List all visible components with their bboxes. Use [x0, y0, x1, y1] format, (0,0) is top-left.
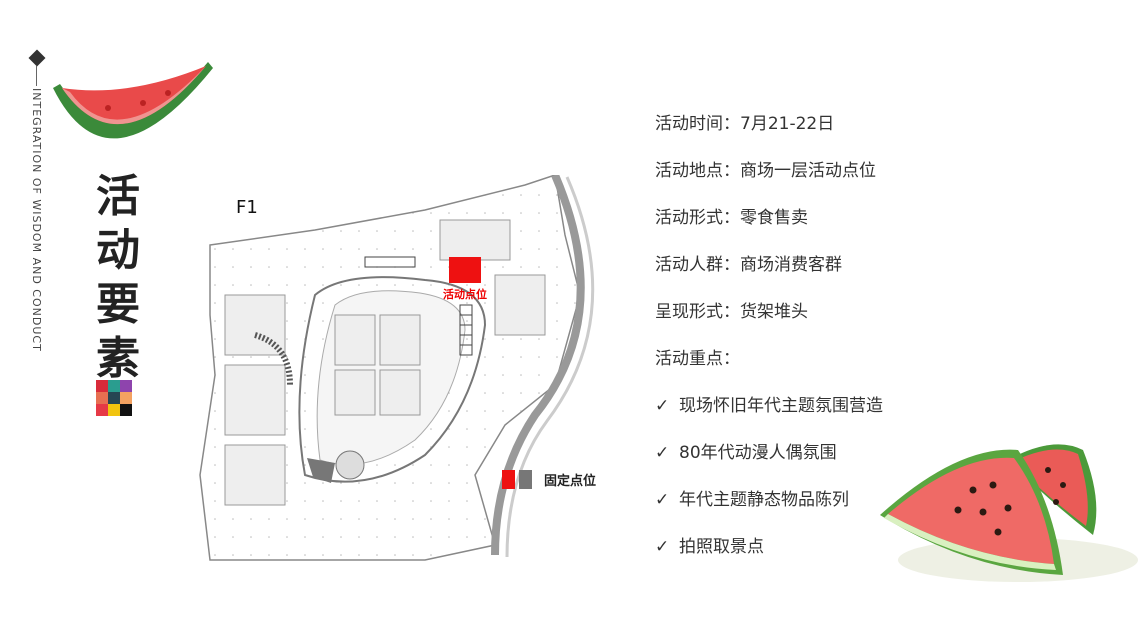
diamond-icon: [28, 49, 46, 67]
legend-red-swatch: [502, 470, 515, 489]
color-mosaic-icon: [96, 380, 132, 416]
page-title: 活动要素: [96, 171, 140, 384]
focus-item-text: 年代主题静态物品陈列: [679, 490, 849, 510]
focus-item: ✓ 拍照取景点: [655, 533, 883, 580]
info-audience: 活动人群：商场消费客群: [655, 255, 842, 275]
focus-item-text: 现场怀旧年代主题氛围营造: [679, 396, 883, 416]
info-display: 呈现形式：货架堆头: [655, 302, 808, 322]
legend-gray-swatch: [519, 470, 532, 489]
focus-item-text: 拍照取景点: [679, 537, 764, 557]
vertical-slogan: INTEGRATION OF WISDOM AND CONDUCT: [30, 88, 43, 352]
info-time: 活动时间：7月21-22日: [655, 114, 835, 134]
floor-label: F1: [236, 197, 258, 218]
check-icon: ✓: [655, 396, 670, 416]
info-form: 活动形式：零食售卖: [655, 208, 808, 228]
floor-plan-map: [199, 175, 595, 561]
check-icon: ✓: [655, 443, 670, 463]
focus-item: ✓ 年代主题静态物品陈列: [655, 486, 883, 533]
check-icon: ✓: [655, 490, 670, 510]
divider: [36, 66, 37, 86]
legend-label: 固定点位: [544, 474, 597, 489]
map-legend: 固定点位: [502, 470, 596, 489]
check-icon: ✓: [655, 537, 670, 557]
focus-item: ✓ 80年代动漫人偶氛围: [655, 439, 883, 486]
info-focus-title: 活动重点：: [655, 349, 740, 369]
watermelon-slice-icon: [53, 62, 213, 139]
info-list: 活动时间：7月21-22日 活动地点：商场一层活动点位 活动形式：零食售卖 活动…: [655, 110, 883, 580]
activity-spot-label: 活动点位: [443, 288, 487, 301]
focus-item-text: 80年代动漫人偶氛围: [679, 443, 837, 463]
focus-item: ✓ 现场怀旧年代主题氛围营造: [655, 392, 883, 439]
info-location: 活动地点：商场一层活动点位: [655, 161, 876, 181]
watermelon-wedges-icon: [880, 444, 1138, 582]
